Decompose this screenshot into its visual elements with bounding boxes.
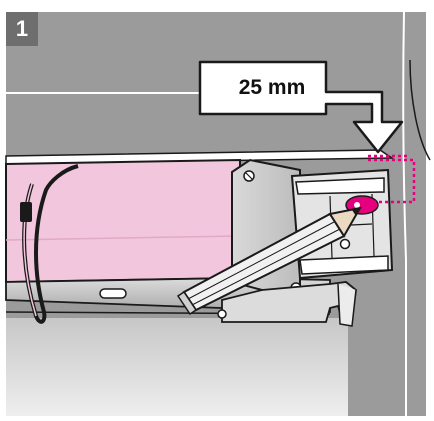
bracket-lower-lip xyxy=(299,255,389,275)
drill-mark-center xyxy=(354,202,360,208)
wall-edge-line xyxy=(402,11,407,416)
rail-slot xyxy=(99,288,127,299)
measurement-label: 25 mm xyxy=(238,76,306,99)
cable-tie-head xyxy=(20,202,32,222)
step-number-badge: 1 xyxy=(6,12,38,46)
measure-guide xyxy=(368,158,416,204)
bracket-upper-lip xyxy=(295,177,385,195)
wall-corner-line xyxy=(409,59,431,161)
down-arrow-icon xyxy=(198,60,404,154)
profile-shade-line xyxy=(5,235,241,241)
profile-top-edge xyxy=(5,149,395,165)
pencil-icon xyxy=(176,206,362,316)
profile-body xyxy=(5,158,241,284)
floor-area xyxy=(6,318,348,416)
bracket-hole xyxy=(339,238,351,250)
